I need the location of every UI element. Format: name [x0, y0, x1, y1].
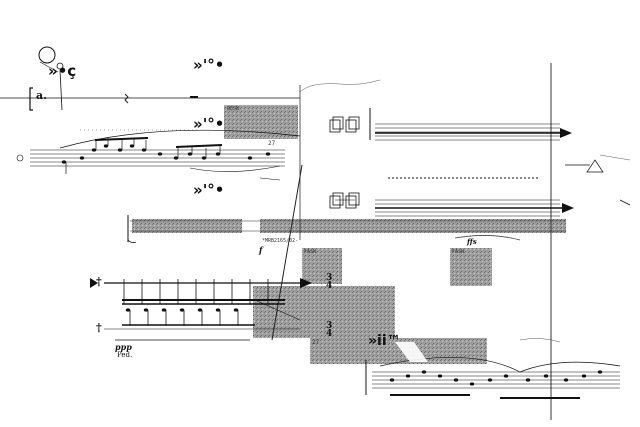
pedal-mark: Ped.: [117, 351, 133, 359]
grey-panel-right-tag: FASN: [452, 249, 465, 255]
figure-glyph-3: »ꞌ°•: [193, 181, 225, 199]
staff-right-top: [375, 123, 560, 141]
grey-strip-right: [260, 219, 566, 233]
figure-glyph-1: »ꞌ°•: [193, 56, 225, 74]
arrow-left-marker: [90, 278, 98, 288]
figure-glyph-2: »ꞌ°•: [193, 115, 225, 133]
grey-panel-top: [224, 105, 298, 139]
grey-panel-bottom-number: 27: [312, 339, 320, 346]
dagger-bottom: †: [96, 321, 102, 334]
time-sig-numerator-2: 3: [326, 321, 333, 331]
diagonal-line: [271, 164, 303, 341]
arrow-top: [560, 128, 572, 138]
grey-panel-top-tag: DESN: [227, 106, 240, 112]
time-signature-top: 3 4: [326, 273, 333, 291]
arrow-mid: [562, 203, 574, 213]
time-sig-denominator: 4: [326, 281, 333, 291]
dagger-top: †: [96, 275, 102, 288]
time-sig-denominator-2: 4: [326, 329, 333, 339]
circle-glyph: [38, 46, 56, 64]
dynamic-ppp: ppp: [115, 342, 132, 352]
grey-panel-right-small: [450, 248, 492, 286]
box-number: 27: [268, 140, 276, 147]
arrow-bottom: [300, 278, 312, 288]
staff-bottom-right: [372, 371, 620, 389]
trill-mark: »ii™: [368, 333, 401, 349]
dynamic-f: f: [259, 245, 263, 255]
grey-strip-left: [132, 219, 242, 233]
staff-2-notes: [61, 144, 271, 164]
grey-panel-large: [253, 286, 395, 338]
grey-panel-mid-small: [302, 248, 342, 284]
small-figure-glyph: »•ç: [48, 62, 77, 80]
staff-2: [30, 149, 285, 167]
page-code: *MRB2165/02-: [262, 238, 299, 244]
time-signature-bottom: 3 4: [326, 321, 333, 339]
grey-panel-mid-tag: FASN: [304, 249, 317, 255]
time-sig-numerator: 3: [326, 273, 333, 283]
bracket-label: a.: [36, 89, 47, 102]
dynamic-ff: ffs: [467, 237, 477, 246]
